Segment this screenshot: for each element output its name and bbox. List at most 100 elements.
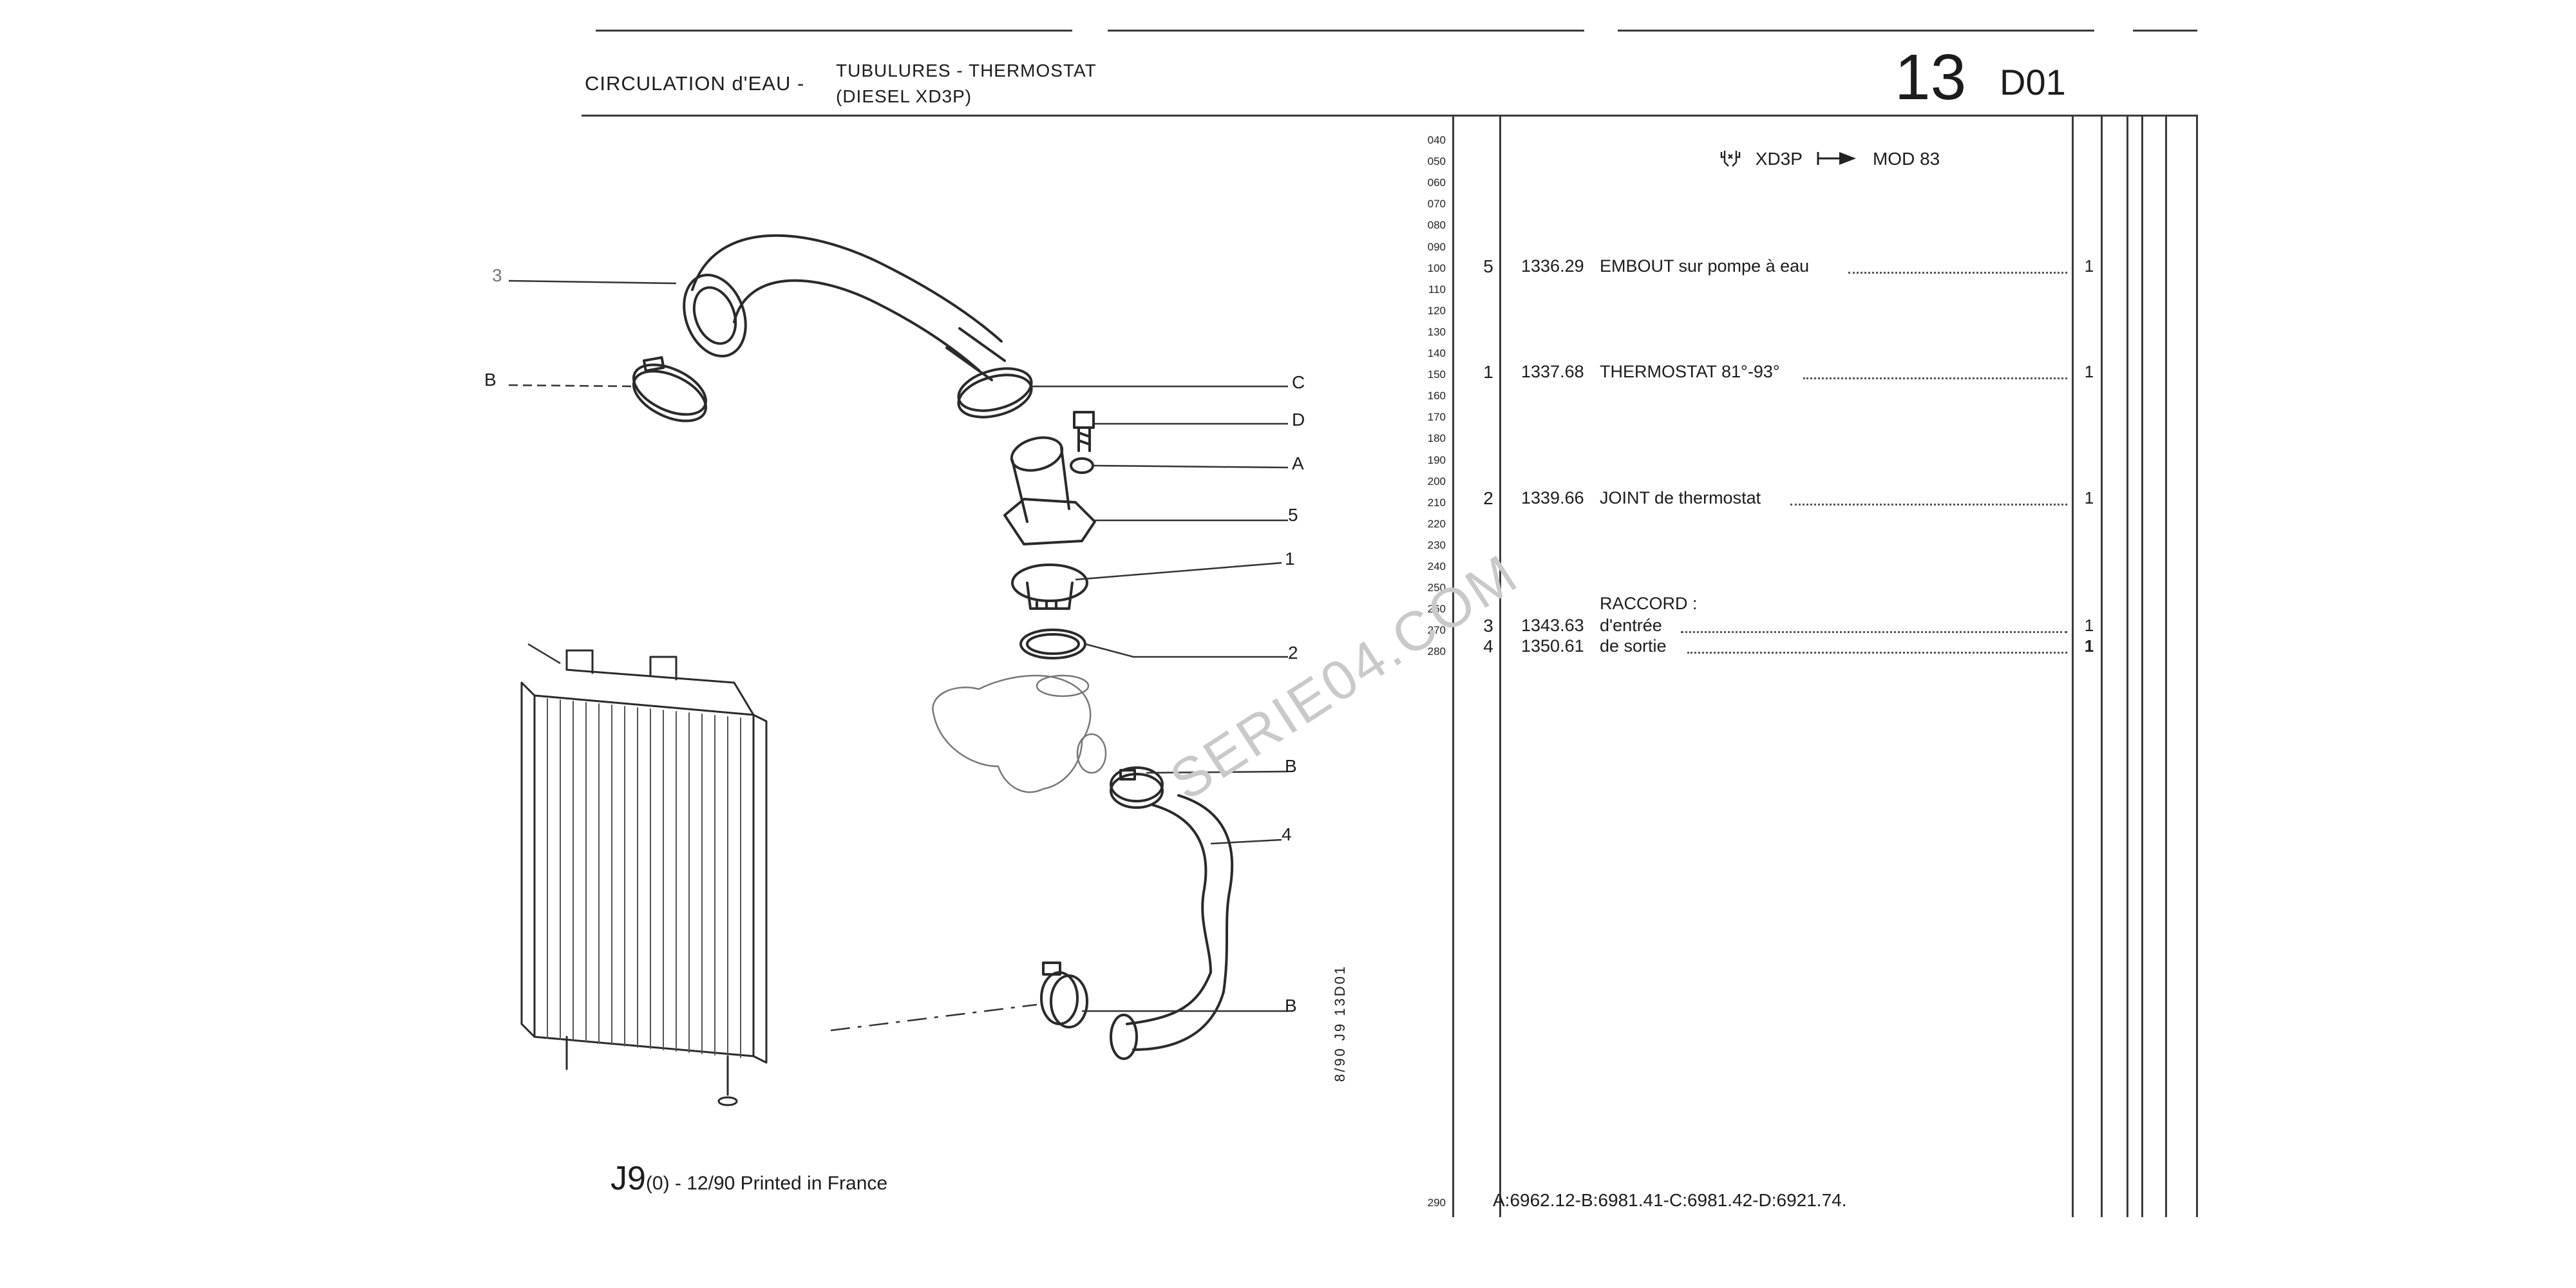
leader-3 bbox=[508, 279, 677, 285]
clamp-b-mid-drawing bbox=[1110, 766, 1164, 809]
part-designation: de sortie bbox=[1600, 636, 1667, 656]
range-arrow-icon bbox=[1816, 150, 1859, 171]
line-number: 090 bbox=[1427, 240, 1446, 253]
engine-code: XD3P bbox=[1755, 148, 1803, 169]
clamp-c-drawing bbox=[957, 367, 1033, 419]
table-rule-col5 bbox=[2126, 116, 2128, 1217]
part-ref: 5 bbox=[1483, 256, 1493, 276]
part-number: 1336.29 bbox=[1521, 256, 1584, 276]
line-number: 280 bbox=[1427, 645, 1446, 658]
part-designation: THERMOSTAT 81°-93° bbox=[1600, 362, 1780, 381]
part-number: 1343.63 bbox=[1521, 616, 1584, 635]
callout-2: 2 bbox=[1288, 643, 1298, 663]
leader-1 bbox=[1075, 562, 1282, 581]
line-number: 060 bbox=[1427, 176, 1446, 189]
part-ref: 1 bbox=[1483, 362, 1493, 382]
leader-2 bbox=[1084, 643, 1288, 658]
part-row: 1336.29 EMBOUT sur pompe à eau bbox=[1521, 256, 1809, 276]
table-rule-qty bbox=[2101, 116, 2103, 1217]
line-number: 290 bbox=[1427, 1197, 1446, 1209]
part-designation: d'entrée bbox=[1600, 616, 1662, 635]
leader-4 bbox=[1210, 838, 1282, 845]
callout-b-bottom: B bbox=[1285, 996, 1297, 1016]
group-code: D01 bbox=[2000, 62, 2066, 102]
leader-dots bbox=[1803, 377, 2067, 379]
part-number: 1337.68 bbox=[1521, 362, 1584, 381]
table-rule-linenum bbox=[1452, 116, 1454, 1217]
table-rule-col8 bbox=[2196, 116, 2198, 1217]
leader-dots bbox=[1848, 272, 2067, 274]
line-number: 130 bbox=[1427, 325, 1446, 338]
table-rule-col7 bbox=[2165, 116, 2167, 1217]
leader-radiator bbox=[527, 643, 561, 665]
radiator-core-lines bbox=[547, 698, 741, 1058]
part-number: 1339.66 bbox=[1521, 488, 1584, 507]
line-number: 200 bbox=[1427, 475, 1446, 488]
part-ref: 3 bbox=[1483, 616, 1493, 636]
line-number: 230 bbox=[1427, 538, 1446, 551]
drawing-reference-code: 8/90 J9 13D01 bbox=[1332, 964, 1348, 1082]
application-row: XD3P MOD 83 bbox=[1719, 148, 1940, 172]
footer-suffix: (0) - 12/90 Printed in France bbox=[645, 1173, 888, 1194]
part-designation: EMBOUT sur pompe à eau bbox=[1600, 256, 1810, 276]
engine-icon bbox=[1719, 148, 1741, 172]
callout-c: C bbox=[1292, 372, 1305, 392]
line-number: 170 bbox=[1427, 411, 1446, 424]
model-code: MOD 83 bbox=[1872, 148, 1940, 169]
callout-3: 3 bbox=[492, 265, 502, 285]
part-ref: 2 bbox=[1483, 488, 1493, 508]
part-designation: JOINT de thermostat bbox=[1600, 488, 1761, 507]
outlet-housing-drawing bbox=[1003, 436, 1096, 545]
callout-a: A bbox=[1292, 453, 1304, 473]
table-rule-designation bbox=[2072, 116, 2074, 1217]
callout-4: 4 bbox=[1282, 824, 1292, 844]
header-top-rule-4 bbox=[2133, 30, 2197, 32]
callout-5: 5 bbox=[1288, 505, 1298, 525]
part-row: 1339.66 JOINT de thermostat bbox=[1521, 488, 1761, 508]
section-title: CIRCULATION d'EAU - bbox=[585, 72, 805, 95]
part-group-heading: RACCORD : bbox=[1600, 594, 1698, 614]
washer-a-drawing bbox=[1070, 457, 1094, 474]
line-number: 180 bbox=[1427, 432, 1446, 445]
leader-a bbox=[1092, 464, 1289, 469]
part-qty: 1 bbox=[2084, 362, 2094, 381]
footer-prefix: J9 bbox=[611, 1160, 646, 1197]
header-top-rule-1 bbox=[596, 30, 1072, 32]
table-rule-ref bbox=[1499, 116, 1501, 1217]
header-top-rule-2 bbox=[1108, 30, 1584, 32]
thermostat-drawing bbox=[1011, 564, 1088, 610]
leader-b-top bbox=[508, 384, 638, 388]
water-pump-drawing bbox=[932, 674, 1107, 793]
fixings-reference: A:6962.12-B:6981.41-C:6981.42-D:6921.74. bbox=[1493, 1190, 1847, 1210]
line-number: 140 bbox=[1427, 347, 1446, 359]
line-number: 220 bbox=[1427, 517, 1446, 530]
subtitle-line-2: (DIESEL XD3P) bbox=[836, 86, 972, 106]
radiator-drawing bbox=[520, 649, 768, 1106]
gasket-drawing bbox=[1019, 629, 1086, 659]
part-row: 1343.63 d'entrée bbox=[1521, 616, 1662, 636]
clamp-b-bottom-drawing bbox=[1040, 961, 1088, 1028]
header-bottom-rule bbox=[582, 115, 2198, 117]
screw-d-drawing bbox=[1073, 411, 1095, 452]
footer-print-info: J9(0) - 12/90 Printed in France bbox=[611, 1159, 887, 1198]
subtitle-line-1: TUBULURES - THERMOSTAT bbox=[836, 61, 1097, 80]
part-number: 1350.61 bbox=[1521, 636, 1584, 656]
leader-lines bbox=[508, 279, 1289, 1032]
header-top-rule-3 bbox=[1618, 30, 2094, 32]
leader-dots bbox=[1790, 504, 2067, 506]
part-designation: RACCORD : bbox=[1600, 594, 1698, 613]
part-qty: 1 bbox=[2084, 616, 2094, 635]
line-number: 160 bbox=[1427, 390, 1446, 402]
leader-dots bbox=[1681, 631, 2067, 633]
line-number: 120 bbox=[1427, 304, 1446, 317]
line-number: 040 bbox=[1427, 134, 1446, 146]
callout-b-top: B bbox=[484, 370, 497, 390]
clamp-b-top-drawing bbox=[632, 356, 708, 422]
line-number: 250 bbox=[1427, 582, 1446, 594]
part-ref: 4 bbox=[1483, 636, 1493, 656]
line-number: 050 bbox=[1427, 155, 1446, 168]
part-row: 1350.61 de sortie bbox=[1521, 636, 1667, 656]
line-number: 240 bbox=[1427, 560, 1446, 573]
part-qty: 1 bbox=[2084, 636, 2094, 656]
upper-hose-drawing bbox=[683, 234, 1006, 381]
